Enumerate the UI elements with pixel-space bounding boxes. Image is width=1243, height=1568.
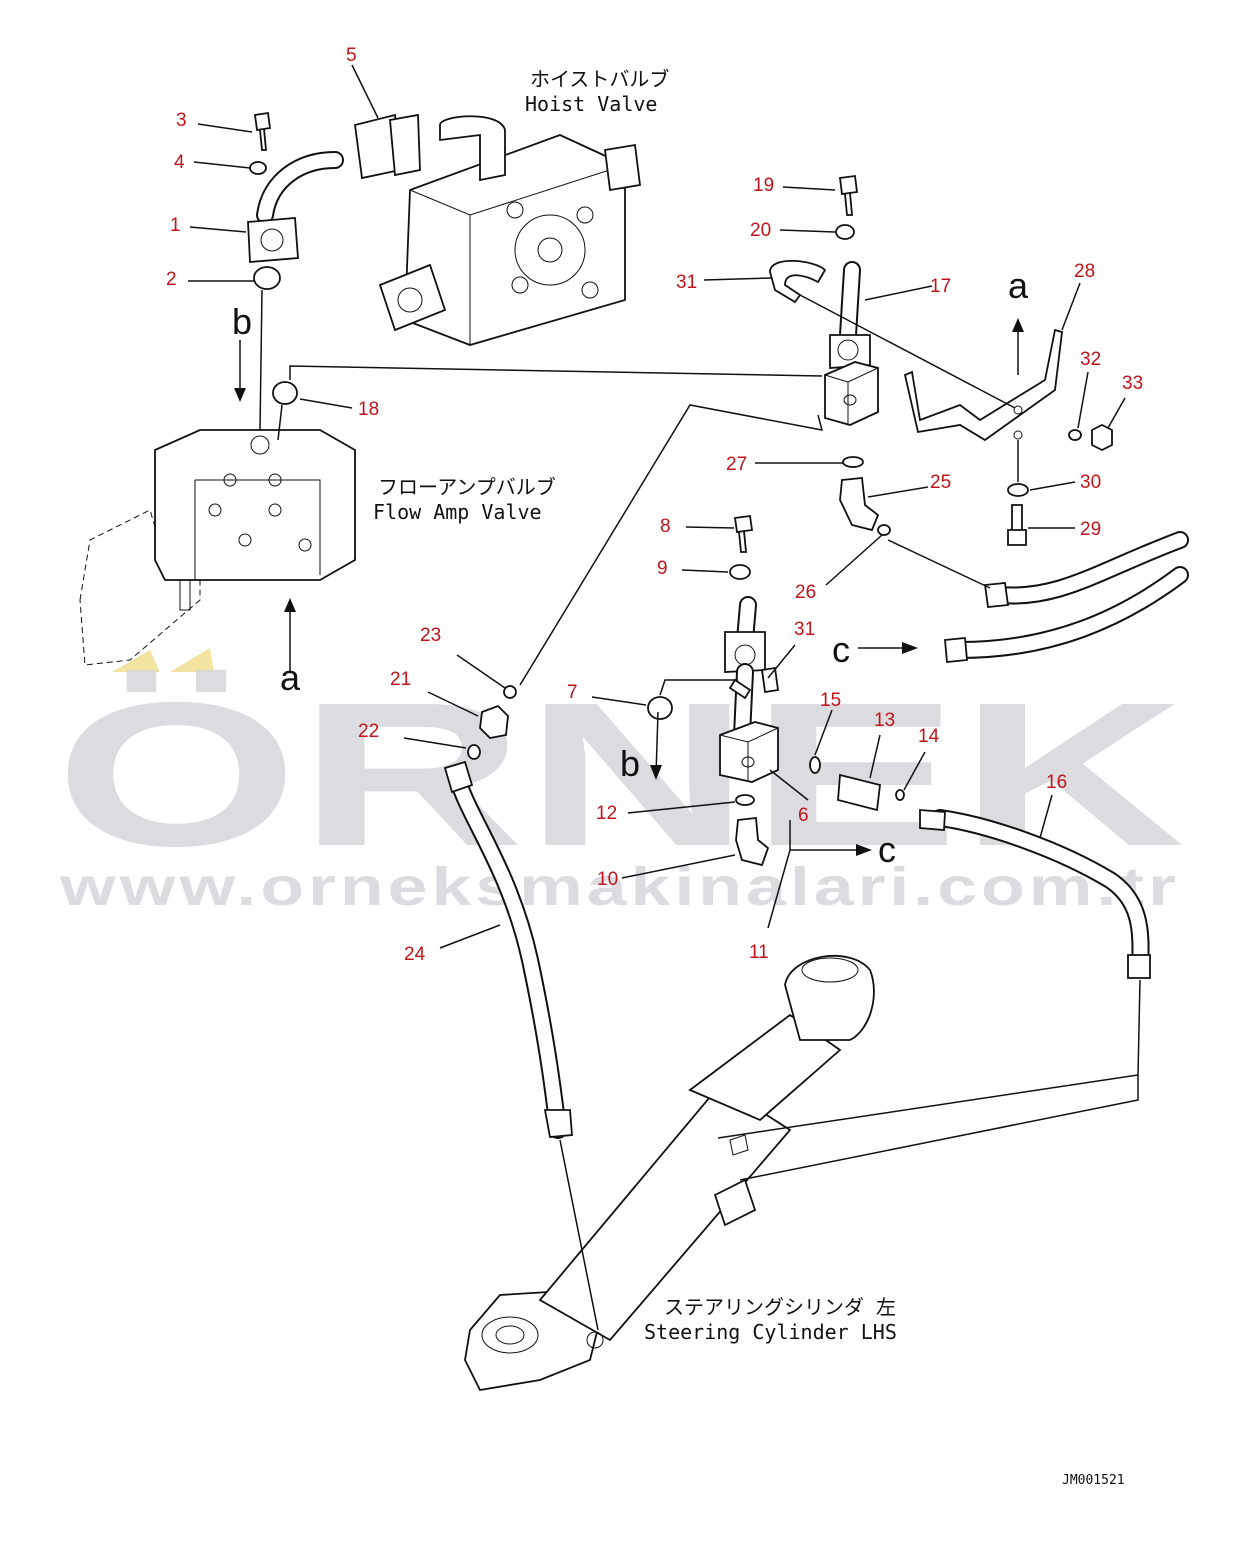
watermark-accent-left: [112, 650, 160, 672]
watermark-brand: ÖRNEK: [55, 660, 1185, 889]
drawing-id: JM001521: [1062, 1473, 1125, 1488]
callout-11: 11: [749, 942, 769, 963]
watermark: ÖRNEK www.orneksmakinalari.com.tr: [55, 648, 1185, 917]
arrow-letter-c-upper: c: [832, 629, 850, 670]
label-steering-cylinder-en: Steering Cylinder LHS: [644, 1320, 897, 1344]
hoist-valve: [378, 115, 642, 346]
callout-25: 25: [930, 472, 951, 493]
callout-14: 14: [918, 726, 940, 747]
callout-17: 17: [930, 276, 951, 297]
callout-12: 12: [596, 803, 617, 824]
flow-amp-valve: [79, 429, 356, 666]
callout-27: 27: [726, 454, 747, 475]
callout-9: 9: [657, 558, 668, 579]
label-flow-amp-valve-jp: フローアンプバルブ: [378, 475, 556, 499]
callout-15: 15: [820, 690, 841, 711]
callout-24: 24: [404, 944, 426, 965]
small-parts: [247, 111, 1189, 1139]
callout-5: 5: [346, 45, 357, 66]
arrow-letter-a-lower: a: [280, 657, 301, 698]
steering-cylinder: [464, 954, 875, 1391]
callout-18: 18: [358, 399, 379, 420]
callout-numbers: 5 3 4 1 2 18 19 20 31 17 28 32 33 27 25 …: [166, 45, 1143, 965]
callout-33: 33: [1122, 373, 1143, 394]
callout-30: 30: [1080, 472, 1101, 493]
direction-arrows: [234, 318, 1024, 856]
callout-31-lower: 31: [794, 619, 815, 640]
callout-16: 16: [1046, 772, 1067, 793]
callout-3: 3: [176, 110, 187, 131]
arrow-letter-b-lower: b: [620, 743, 640, 784]
arrow-letter-b-upper: b: [232, 301, 252, 342]
leader-lines: [188, 64, 1141, 1331]
callout-7: 7: [567, 682, 578, 703]
callout-26: 26: [795, 582, 816, 603]
callout-28: 28: [1074, 261, 1095, 282]
callout-22: 22: [358, 721, 379, 742]
watermark-url: www.orneksmakinalari.com.tr: [59, 857, 1180, 917]
label-hoist-valve-en: Hoist Valve: [525, 92, 657, 116]
arrow-letter-a-upper: a: [1008, 265, 1029, 306]
arrow-letter-c-lower: c: [878, 829, 896, 870]
callout-32: 32: [1080, 349, 1101, 370]
label-steering-cylinder-jp: ステアリングシリンダ 左: [664, 1295, 896, 1319]
callout-6: 6: [798, 805, 809, 826]
callout-13: 13: [874, 710, 895, 731]
callout-1: 1: [170, 215, 181, 236]
callout-31-upper: 31: [676, 272, 697, 293]
callout-8: 8: [660, 516, 671, 537]
label-hoist-valve-jp: ホイストバルブ: [530, 67, 669, 91]
callout-21: 21: [390, 669, 411, 690]
callout-4: 4: [174, 152, 185, 173]
callout-19: 19: [753, 175, 774, 196]
watermark-accent-right: [170, 648, 214, 672]
callout-2: 2: [166, 269, 177, 290]
callout-23: 23: [420, 625, 441, 646]
callout-29: 29: [1080, 519, 1101, 540]
label-flow-amp-valve-en: Flow Amp Valve: [373, 500, 542, 524]
callout-10: 10: [597, 869, 618, 890]
callout-20: 20: [750, 220, 771, 241]
